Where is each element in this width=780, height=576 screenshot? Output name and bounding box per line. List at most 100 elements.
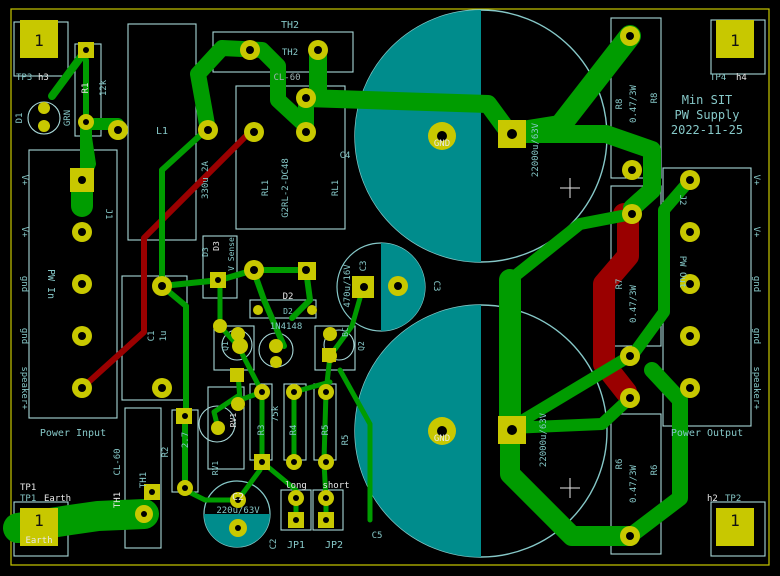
c1-ref: C1	[147, 331, 157, 342]
tp1-pin-label: 1	[34, 511, 44, 530]
jp1-ref: JP1	[287, 540, 305, 551]
rl1-value: G2RL-2-DC48	[281, 158, 291, 218]
d1-value: GRN	[63, 110, 73, 126]
j2-pin-2: V+	[751, 227, 761, 238]
r6-value: 0.47/3W	[629, 464, 639, 503]
d3-value: V Sense	[227, 237, 236, 271]
jp1-value: long	[285, 481, 307, 491]
c4-ref: C4	[340, 151, 351, 161]
r3-ref: R3	[257, 425, 267, 436]
board-title: Min SIT	[682, 93, 733, 107]
c5-value: 22000u/63V	[539, 412, 549, 467]
l1-value: 330u 2A	[201, 160, 211, 199]
j1-pin-4: gnd	[19, 328, 29, 344]
tp3-pin-label: 1	[34, 31, 44, 50]
rl1-ref: RL1	[261, 180, 271, 196]
c3-ref-silk: C3	[431, 281, 441, 292]
d3-ref: D3	[201, 247, 210, 257]
tp1-silk-ref: TP1	[20, 483, 36, 493]
j2-pin-5: speaker+	[751, 366, 761, 410]
drill-holes	[78, 32, 694, 540]
tp4-hole: h4	[736, 73, 747, 83]
r8-value: 0.47/3W	[629, 84, 639, 123]
j2-pin-4: gnd	[751, 328, 761, 344]
j1-pin-5: speaker+	[19, 366, 29, 410]
tp4-ref: TP4	[710, 73, 726, 83]
tp2-hole: h2	[707, 494, 718, 504]
d3-ref-silk: D3	[212, 241, 221, 251]
c4-pad-label: GND	[434, 139, 450, 149]
tp3-ref: TP3	[16, 73, 32, 83]
r1-ref: R1	[81, 83, 91, 94]
c4-value: 22000u/63V	[531, 122, 541, 177]
tp4-pin-label: 1	[730, 31, 740, 50]
tp2-pad	[716, 508, 754, 546]
q1-ref: Q1	[221, 341, 230, 351]
d2-ref: D2	[283, 292, 294, 302]
j1-ref: J1	[103, 209, 113, 220]
tp1-pad	[20, 508, 58, 546]
c3-value: 470u/16V	[343, 264, 353, 308]
tp2-ref: TP2	[725, 494, 741, 504]
j2-ref: J2	[677, 195, 687, 206]
th1-value: CL-60	[113, 448, 123, 475]
l1-ref: L1	[156, 126, 168, 137]
c5-pad-label: GND	[434, 434, 450, 444]
th1-ref-silk: TH1	[113, 492, 123, 508]
c2-value: 220u/63V	[216, 506, 260, 516]
polarity-marks	[560, 178, 580, 498]
j1-caption: Power Input	[40, 428, 106, 439]
cap-c4	[354, 9, 608, 263]
c5-ref: C5	[372, 531, 383, 541]
board-subtitle: PW Supply	[674, 108, 739, 122]
r7-value: 0.47/3W	[629, 284, 639, 323]
tp3-hole: h3	[38, 73, 49, 83]
q2-value: BC	[341, 327, 350, 337]
rl1-ref-silk: RL1	[331, 180, 341, 196]
j1-pin-3: gnd	[19, 276, 29, 292]
j2-pin-3: gnd	[751, 276, 761, 292]
r4-ref: R4	[289, 425, 299, 436]
j1-pin-1: V+	[19, 175, 29, 186]
r2-ref: R2	[161, 447, 171, 458]
c2-ref: C2	[232, 492, 244, 503]
r3-value: 75k	[271, 405, 281, 422]
r1-value: 12k	[99, 79, 109, 96]
c2-ref-silk: C2	[269, 539, 279, 550]
tp1-pad-label: Earth	[25, 536, 52, 546]
th1-ref: TH1	[139, 472, 149, 488]
c3-ref: C3	[359, 261, 369, 272]
j1-pin-2: V+	[19, 227, 29, 238]
th2-ref: TH2	[281, 20, 299, 31]
r6-ref: R6	[615, 459, 625, 470]
tp3-pad	[20, 20, 58, 58]
jp2-value: short	[322, 481, 349, 491]
board-date: 2022-11-25	[671, 123, 743, 137]
tp4-pad	[716, 20, 754, 58]
rv1-value: RV1	[211, 461, 220, 476]
r5-ref-silk: R5	[341, 435, 351, 446]
r6-ref-silk: R6	[650, 465, 660, 476]
j2-pin-1: V+	[751, 175, 761, 186]
th2-ref-silk: TH2	[282, 48, 298, 58]
r7-ref: R7	[615, 279, 625, 290]
tp1-net: Earth	[44, 494, 71, 504]
jp2-ref: JP2	[325, 540, 343, 551]
c1-value: 1u	[159, 331, 169, 342]
rv1-ref: RV1	[229, 413, 238, 428]
d1-ref: D1	[15, 113, 25, 124]
d2-ref-silk: D2	[283, 307, 293, 316]
tp1-ref: TP1	[20, 494, 36, 504]
q2-ref: Q2	[357, 341, 366, 351]
r2-value: 2.7	[181, 432, 191, 448]
j2-caption: Power Output	[671, 428, 743, 439]
r8-ref: R8	[615, 99, 625, 110]
board-edge	[10, 8, 770, 566]
r5-ref: R5	[321, 425, 331, 436]
j2-name: PW Out	[677, 256, 687, 289]
th2-value: CL-60	[273, 73, 300, 83]
d2-value: 1N4148	[270, 322, 303, 332]
j1-name: PW In	[45, 269, 56, 299]
tp2-pin-label: 1	[730, 511, 740, 530]
